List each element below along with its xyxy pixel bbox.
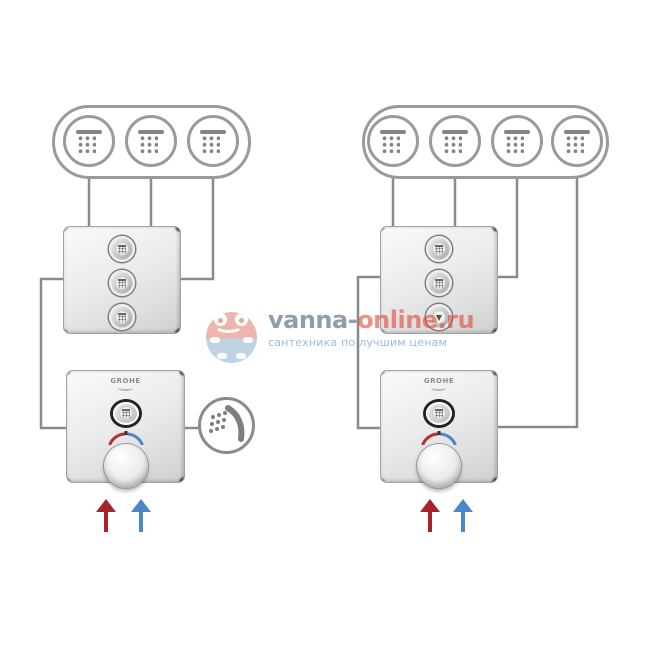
valve-button bbox=[109, 304, 135, 330]
hot-supply-arrow bbox=[420, 499, 440, 533]
watermark: vanna-online.ru сантехника по лучшим цен… bbox=[206, 306, 475, 363]
valve-button bbox=[109, 236, 135, 262]
line-right-outlet4 bbox=[495, 177, 579, 429]
shower-head-icon bbox=[504, 129, 530, 153]
valve-button bbox=[426, 402, 452, 425]
grohe-logo: GROHE bbox=[424, 378, 454, 391]
shower-head-icon bbox=[435, 408, 443, 418]
spout-icon bbox=[436, 314, 442, 324]
shower-head-icon bbox=[118, 312, 126, 322]
shower-head-icon bbox=[564, 129, 590, 153]
thermostat-panel-right: GROHE bbox=[380, 370, 498, 488]
shower-head-icon bbox=[118, 244, 126, 254]
temperature-dial bbox=[417, 443, 461, 488]
cold-supply-arrow bbox=[453, 499, 473, 533]
outlet-circle bbox=[429, 115, 481, 167]
shower-head-icon bbox=[121, 408, 130, 418]
outlet-circle bbox=[491, 115, 543, 167]
shower-head-icon bbox=[435, 278, 443, 288]
valve-panel-left bbox=[63, 226, 181, 334]
valve-button bbox=[426, 304, 452, 330]
valve-button bbox=[426, 270, 452, 296]
frog-icon bbox=[206, 312, 257, 363]
hot-supply-arrow bbox=[96, 499, 116, 533]
shower-head-icon bbox=[200, 129, 226, 153]
shower-head-icon bbox=[442, 129, 468, 153]
shower-head-icon bbox=[76, 129, 102, 153]
shower-head-icon bbox=[138, 129, 164, 153]
temperature-scale bbox=[421, 430, 457, 445]
valve-button bbox=[112, 402, 139, 425]
outlet-circle bbox=[125, 115, 177, 167]
outlet-circle bbox=[187, 115, 239, 167]
watermark-brand: vanna-online.ru bbox=[268, 306, 475, 334]
thermostat-panel-left: GROHE bbox=[66, 370, 185, 488]
valve-button bbox=[426, 236, 452, 262]
grohe-logo: GROHE bbox=[110, 378, 140, 391]
cold-supply-arrow bbox=[131, 499, 151, 533]
shower-head-icon bbox=[435, 244, 443, 254]
hand-shower-icon bbox=[209, 405, 245, 442]
shower-head-icon bbox=[118, 278, 126, 288]
hand-shower-badge bbox=[198, 397, 255, 454]
outlet-circle bbox=[551, 115, 603, 167]
outlet-circle bbox=[63, 115, 115, 167]
line-left-outlet3 bbox=[180, 177, 215, 281]
valve-button bbox=[109, 270, 135, 296]
line-right-valve-to-thermostat bbox=[356, 275, 384, 430]
outlet-circle bbox=[367, 115, 419, 167]
temperature-dial bbox=[103, 443, 148, 488]
valve-panel-right bbox=[380, 226, 498, 334]
temperature-scale bbox=[108, 430, 143, 445]
line-right-outlet3 bbox=[495, 177, 519, 279]
line-left-valve-to-thermostat bbox=[39, 277, 72, 430]
shower-head-icon bbox=[380, 129, 406, 153]
watermark-tagline: сантехника по лучшим ценам bbox=[268, 336, 448, 349]
